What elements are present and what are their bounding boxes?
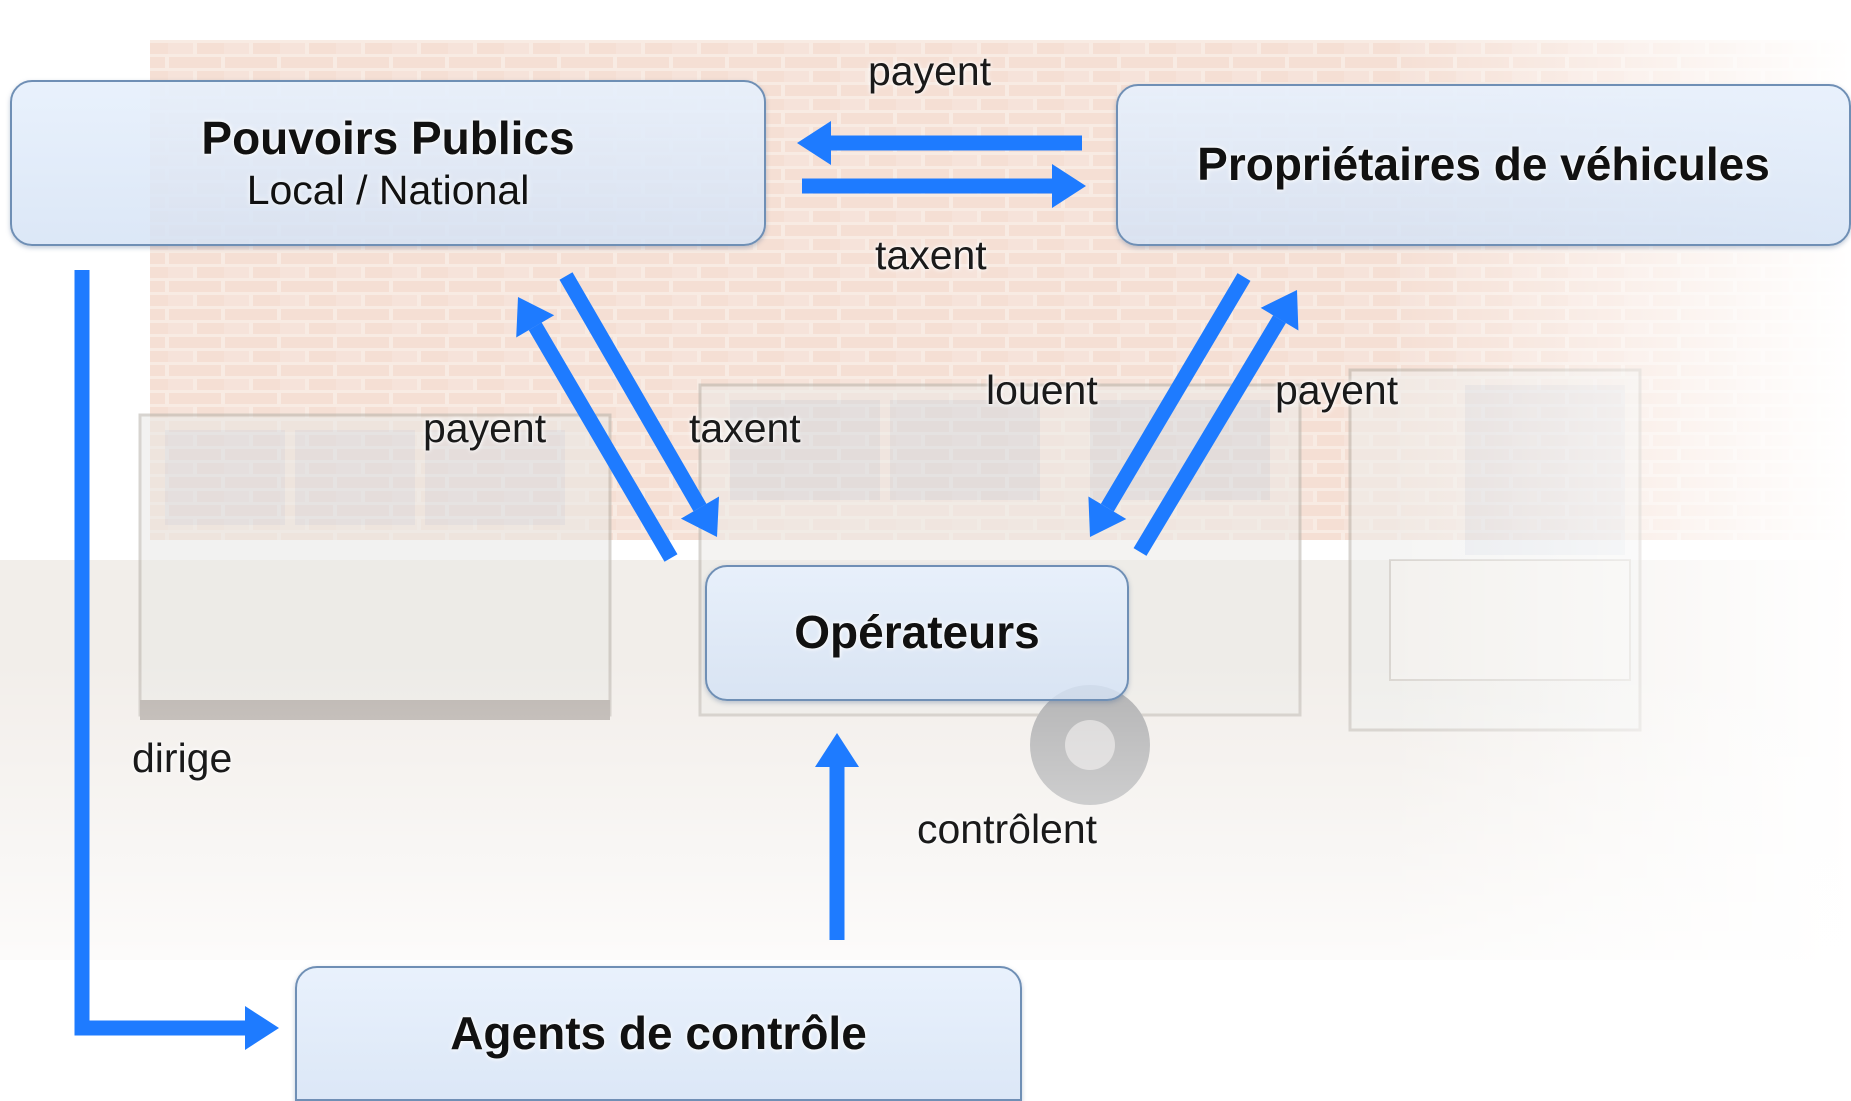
arrow-operateurs-payent-proprietaires	[1133, 290, 1299, 556]
node-agents-title: Agents de contrôle	[450, 1006, 867, 1059]
edge-label-operateurs-payent-proprietaires: payent	[1275, 367, 1399, 413]
edge-label-pouvoirs-taxent-proprietaires: taxent	[875, 232, 987, 278]
node-agents-de-controle: Agents de contrôle	[295, 966, 1022, 1101]
edge-label-pouvoirs-taxent-operateurs: taxent	[689, 405, 801, 451]
arrow-pouvoirs-taxent-proprietaires	[802, 164, 1086, 208]
arrow-pouvoirs-taxent-operateurs	[559, 272, 720, 537]
edge-label-proprietaires-louent-operateurs: louent	[986, 367, 1098, 413]
node-proprietaires-title: Propriétaires de véhicules	[1197, 138, 1770, 191]
arrow-proprietaires-payent-pouvoirs	[797, 121, 1082, 165]
arrow-agents-controlent-operateurs	[815, 733, 859, 940]
arrow-pouvoirs-dirige-agents	[74, 270, 279, 1050]
edge-label-pouvoirs-dirige-agents: dirige	[132, 735, 233, 781]
node-pouvoirs-publics-subtitle: Local / National	[246, 167, 530, 213]
arrow-proprietaires-louent-operateurs	[1088, 273, 1251, 537]
node-operateurs: Opérateurs	[705, 565, 1129, 701]
edge-label-agents-controlent-operateurs: contrôlent	[917, 806, 1098, 852]
arrow-operateurs-payent-pouvoirs	[516, 297, 678, 562]
edge-label-operateurs-payent-pouvoirs: payent	[423, 405, 547, 451]
node-proprietaires-vehicules: Propriétaires de véhicules	[1116, 84, 1851, 246]
edge-label-proprietaires-payent-pouvoirs: payent	[868, 48, 992, 94]
node-pouvoirs-publics: Pouvoirs Publics Local / National	[10, 80, 766, 246]
node-operateurs-title: Opérateurs	[794, 606, 1040, 659]
node-pouvoirs-publics-title: Pouvoirs Publics	[201, 111, 575, 164]
